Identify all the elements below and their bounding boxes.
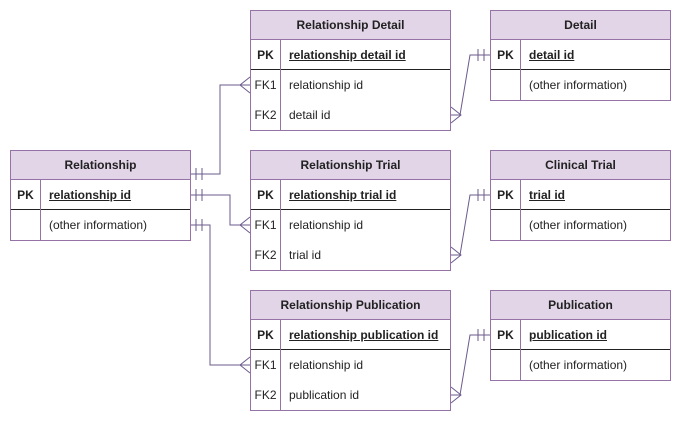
entity-row: PK relationship trial id [251,180,450,210]
key-label: FK2 [251,240,281,270]
entity-row: FK2 detail id [251,100,450,130]
field-name: detail id [289,108,331,122]
field-name: (other information) [529,358,628,372]
entity-row: PK relationship id [11,180,190,210]
key-label: FK1 [251,70,281,100]
field-name: relationship id [289,358,364,372]
key-label [491,210,521,240]
entity-relationship-detail[interactable]: Relationship Detail PK relationship deta… [250,10,451,131]
field-name: (other information) [49,218,148,232]
field-name: publication id [289,388,360,402]
entity-publication[interactable]: Publication PK publication id (other inf… [490,290,671,381]
crowfoot-marker [239,76,251,94]
field-name: relationship trial id [289,188,397,202]
connector-relationship-to-detail [191,84,250,175]
entity-row: FK2 publication id [251,380,450,410]
field-name: relationship id [49,188,132,202]
entity-relationship-publication[interactable]: Relationship Publication PK relationship… [250,290,451,411]
key-label: PK [251,40,281,70]
field-name: publication id [529,328,607,342]
entity-title: Relationship Publication [251,291,450,320]
field-name: detail id [529,48,575,62]
entity-title: Detail [491,11,670,40]
entity-row: (other information) [491,350,670,380]
key-label [491,70,521,100]
entity-title: Relationship [11,151,190,180]
entity-detail[interactable]: Detail PK detail id (other information) [490,10,671,101]
field-name: relationship detail id [289,48,406,62]
key-label: FK1 [251,210,281,240]
field-name: relationship id [289,78,364,92]
crowfoot-marker [239,216,251,234]
entity-title: Relationship Detail [251,11,450,40]
connector-detail-link [451,54,490,116]
one-marker [477,49,485,61]
connector-publication-link [451,334,490,396]
crowfoot-marker [450,386,462,404]
entity-row: FK1 relationship id [251,70,450,100]
crowfoot-marker [450,246,462,264]
field-name: relationship publication id [289,328,439,342]
one-marker [195,189,203,201]
one-marker [195,168,203,180]
key-label: PK [11,180,41,210]
crowfoot-marker [239,356,251,374]
crowfoot-marker [450,106,462,124]
entity-row: FK1 relationship id [251,210,450,240]
connector-trial-link [451,194,490,256]
key-label: PK [251,180,281,210]
entity-relationship-trial[interactable]: Relationship Trial PK relationship trial… [250,150,451,271]
field-name: (other information) [529,78,628,92]
entity-title: Clinical Trial [491,151,670,180]
entity-row: FK2 trial id [251,240,450,270]
connector-relationship-to-publication [191,224,250,366]
entity-row: (other information) [491,210,670,240]
entity-row: (other information) [11,210,190,240]
entity-row: PK trial id [491,180,670,210]
entity-title: Relationship Trial [251,151,450,180]
key-label: PK [491,40,521,70]
entity-row: PK relationship publication id [251,320,450,350]
connector-relationship-to-trial [191,194,250,226]
key-label: PK [491,180,521,210]
key-label: FK2 [251,380,281,410]
one-marker [477,189,485,201]
field-name: relationship id [289,218,364,232]
key-label [11,210,41,240]
key-label [491,350,521,380]
entity-row: (other information) [491,70,670,100]
one-marker [477,329,485,341]
key-label: PK [251,320,281,350]
entity-row: FK1 relationship id [251,350,450,380]
key-label: PK [491,320,521,350]
one-marker [195,219,203,231]
entity-row: PK publication id [491,320,670,350]
entity-relationship[interactable]: Relationship PK relationship id (other i… [10,150,191,241]
entity-clinical-trial[interactable]: Clinical Trial PK trial id (other inform… [490,150,671,241]
entity-row: PK relationship detail id [251,40,450,70]
field-name: trial id [529,188,566,202]
entity-title: Publication [491,291,670,320]
key-label: FK2 [251,100,281,130]
entity-row: PK detail id [491,40,670,70]
key-label: FK1 [251,350,281,380]
field-name: (other information) [529,218,628,232]
field-name: trial id [289,248,322,262]
